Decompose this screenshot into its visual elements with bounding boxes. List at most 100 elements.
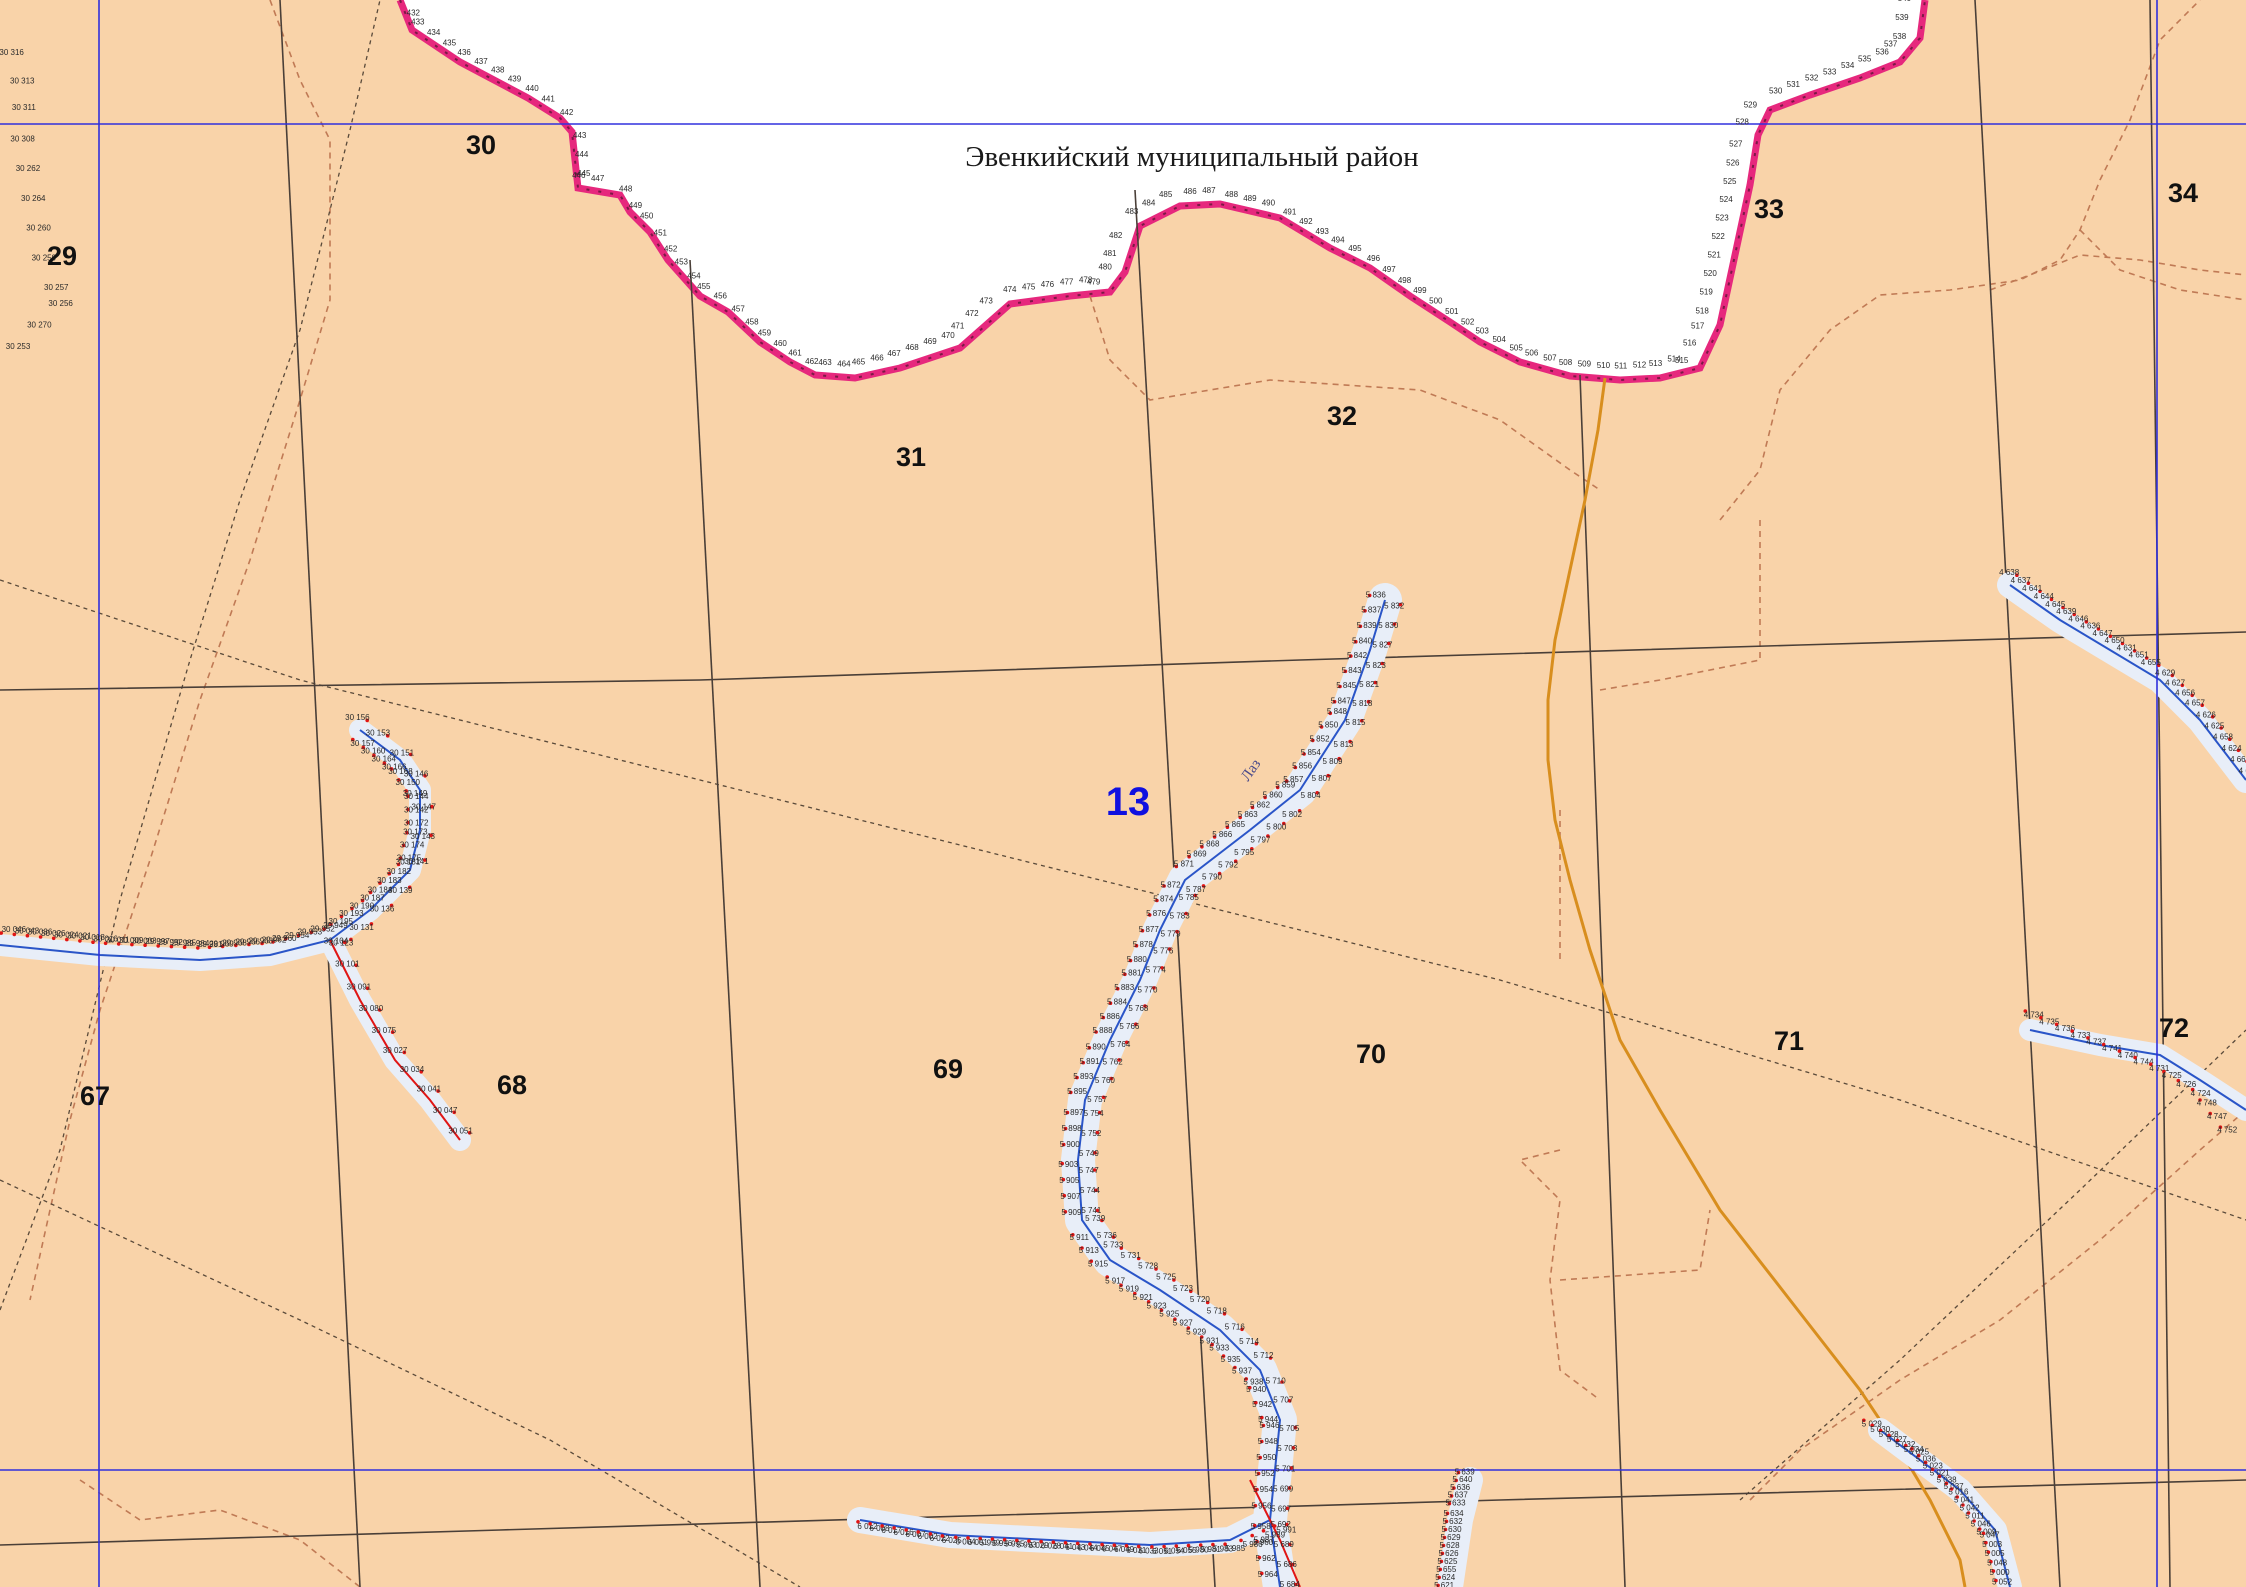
point-marker <box>1108 1001 1113 1005</box>
point-label: 4 626 <box>2196 710 2217 719</box>
point-label: 30 172 <box>404 819 429 828</box>
point-label: 6 016 <box>894 1528 915 1537</box>
point-label: 5 876 <box>1146 909 1167 918</box>
point-label: 4 625 <box>2204 722 2225 731</box>
point-label: 5 837 <box>1361 606 1382 615</box>
point-label: 5 839 <box>1357 621 1378 630</box>
point-marker <box>2228 737 2232 741</box>
point-label: 4 644 <box>2034 592 2055 601</box>
point-marker <box>1193 893 1197 898</box>
point-marker <box>78 939 82 943</box>
stream <box>1076 599 1386 1587</box>
point-label: 30 262 <box>16 164 41 173</box>
diagonal-line <box>0 0 381 1311</box>
point-label: 453 <box>675 257 689 266</box>
point-marker <box>1092 1168 1097 1172</box>
point-label: 29 966 <box>236 937 261 946</box>
point-label: 468 <box>905 343 919 352</box>
point-label: 4 735 <box>2039 1017 2060 1026</box>
point-label: 5 728 <box>1138 1262 1159 1271</box>
point-label: 5 847 <box>1331 696 1352 705</box>
red-boundary-lines <box>329 939 1301 1587</box>
point-label: 452 <box>664 245 678 254</box>
point-label: 5 960 <box>1253 1538 1274 1547</box>
point-label: 5 800 <box>1266 823 1287 832</box>
point-marker <box>1088 1542 1092 1546</box>
point-marker <box>1167 947 1172 951</box>
point-label: 5 795 <box>1234 848 1255 857</box>
point-marker <box>1199 1335 1204 1339</box>
point-label: 5 862 <box>1250 800 1271 809</box>
point-marker <box>1263 795 1267 800</box>
point-label: 30 009 <box>119 936 144 945</box>
point-marker <box>1111 1235 1116 1239</box>
point-label: 5 952 <box>1255 1469 1276 1478</box>
point-marker <box>1101 1015 1106 1020</box>
point-label: 4 629 <box>2155 669 2176 678</box>
point-marker <box>1015 1538 1019 1543</box>
track-line <box>1989 254 2246 291</box>
point-marker <box>143 943 147 947</box>
point-marker <box>1261 1529 1266 1533</box>
point-marker <box>1440 1551 1445 1556</box>
point-marker <box>1328 711 1333 716</box>
point-label: 5 891 <box>1080 1057 1101 1066</box>
point-marker <box>1937 1474 1942 1479</box>
diagonal-line <box>0 1179 801 1587</box>
point-label: 6 044 <box>1078 1543 1099 1552</box>
point-marker <box>349 937 353 942</box>
point-label: 30 075 <box>372 1026 397 1035</box>
point-label: 5 929 <box>1186 1327 1207 1336</box>
point-label: 30 043 <box>15 926 40 935</box>
point-marker <box>1966 1511 1971 1515</box>
point-label: 5 818 <box>1352 699 1373 708</box>
point-label: 516 <box>1683 339 1697 348</box>
point-marker <box>1060 1161 1064 1166</box>
point-marker <box>1332 699 1337 704</box>
point-label: 467 <box>887 349 901 358</box>
point-marker <box>1239 1538 1243 1543</box>
point-label: 29 984 <box>185 939 210 948</box>
point-label: 5 989 <box>1265 1531 1286 1540</box>
point-label: 5 863 <box>1238 810 1259 819</box>
point-label: 5 950 <box>1256 1453 1277 1462</box>
point-marker <box>1146 1300 1151 1304</box>
point-label: 30 024 <box>54 930 79 939</box>
point-marker <box>2108 634 2113 639</box>
point-label: 5 923 <box>1147 1301 1168 1310</box>
point-label: 5 697 <box>1271 1505 1292 1514</box>
point-label: 504 <box>1492 335 1506 344</box>
point-marker <box>1002 1537 1007 1542</box>
point-label: 436 <box>458 48 472 57</box>
point-label: 30 041 <box>417 1084 442 1093</box>
point-marker <box>1094 1188 1098 1193</box>
point-marker <box>1862 1418 1866 1423</box>
point-label: 30 264 <box>21 194 46 203</box>
point-label: 442 <box>560 108 574 117</box>
point-marker <box>389 903 394 908</box>
point-label: 5 832 <box>1384 602 1405 611</box>
point-label: 510 <box>1597 361 1611 370</box>
point-label: 5 747 <box>1079 1166 1100 1175</box>
point-label: 5 041 <box>1954 1495 1975 1504</box>
point-label: 30 026 <box>41 929 66 938</box>
point-label: 30 011 <box>106 935 130 944</box>
point-marker <box>1133 1291 1137 1296</box>
forest-district-number: 13 <box>1106 780 1151 824</box>
point-label: 29 962 <box>262 936 287 945</box>
point-label: 30 308 <box>10 135 35 144</box>
point-marker <box>2210 715 2215 719</box>
point-marker <box>2084 620 2089 624</box>
point-marker <box>1233 1365 1237 1370</box>
point-marker <box>1895 1438 1900 1443</box>
point-label: 6 041 <box>1053 1542 1074 1551</box>
point-label: 6 029 <box>1029 1541 1050 1550</box>
point-marker <box>385 734 390 738</box>
point-label: 5 037 <box>1944 1482 1965 1491</box>
point-label: 5 628 <box>1440 1541 1461 1550</box>
point-marker <box>1445 1511 1450 1516</box>
point-label: 4 657 <box>2185 698 2206 707</box>
point-marker <box>1447 1501 1452 1506</box>
quarter-number-31: 31 <box>896 442 926 472</box>
point-label: 4 658 <box>2213 733 2234 742</box>
